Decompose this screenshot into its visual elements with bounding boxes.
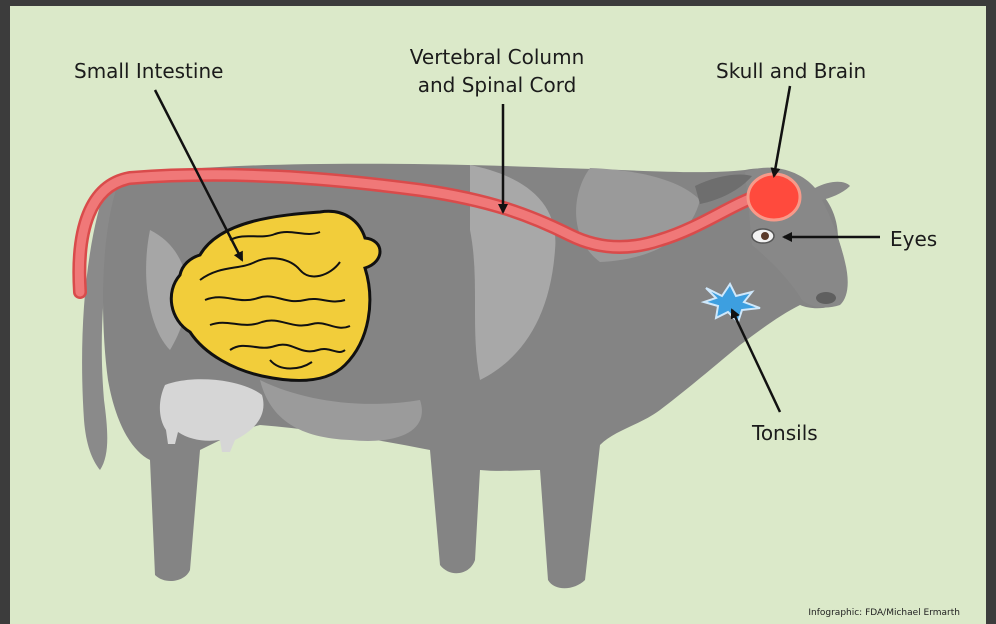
arrow-skull-brain — [774, 86, 790, 176]
label-vertebral-line2: and Spinal Cord — [418, 72, 577, 98]
cow-silhouette — [82, 164, 850, 589]
label-eyes: Eyes — [890, 226, 937, 252]
brain-shape — [748, 174, 800, 220]
label-small-intestine: Small Intestine — [74, 58, 223, 84]
nostril — [816, 292, 836, 304]
label-skull-brain: Skull and Brain — [716, 58, 866, 84]
label-vertebral-line1: Vertebral Column — [410, 44, 584, 70]
eye-shape — [752, 229, 774, 243]
label-tonsils: Tonsils — [752, 420, 818, 446]
infographic-credit: Infographic: FDA/Michael Ermarth — [808, 608, 960, 618]
